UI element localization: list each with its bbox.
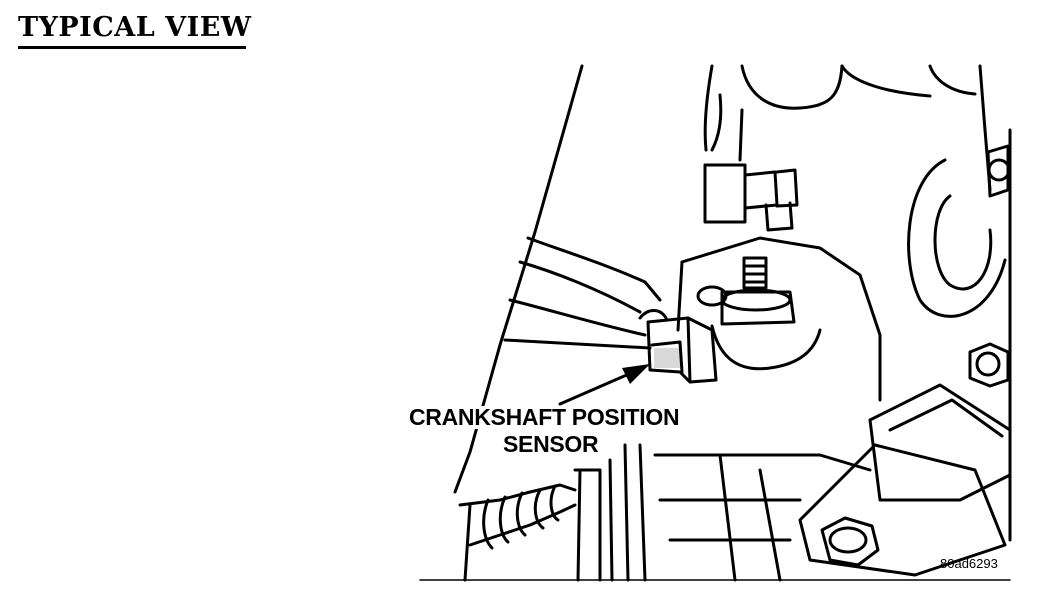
figure-title: TYPICAL VIEW (18, 12, 252, 43)
crankshaft-sensor-callout-line1: CRANKSHAFT POSITION (406, 406, 683, 429)
title-underline (18, 46, 246, 49)
crankshaft-sensor-callout-line2: SENSOR (500, 433, 602, 456)
figure-code: 80ad6293 (940, 556, 998, 571)
